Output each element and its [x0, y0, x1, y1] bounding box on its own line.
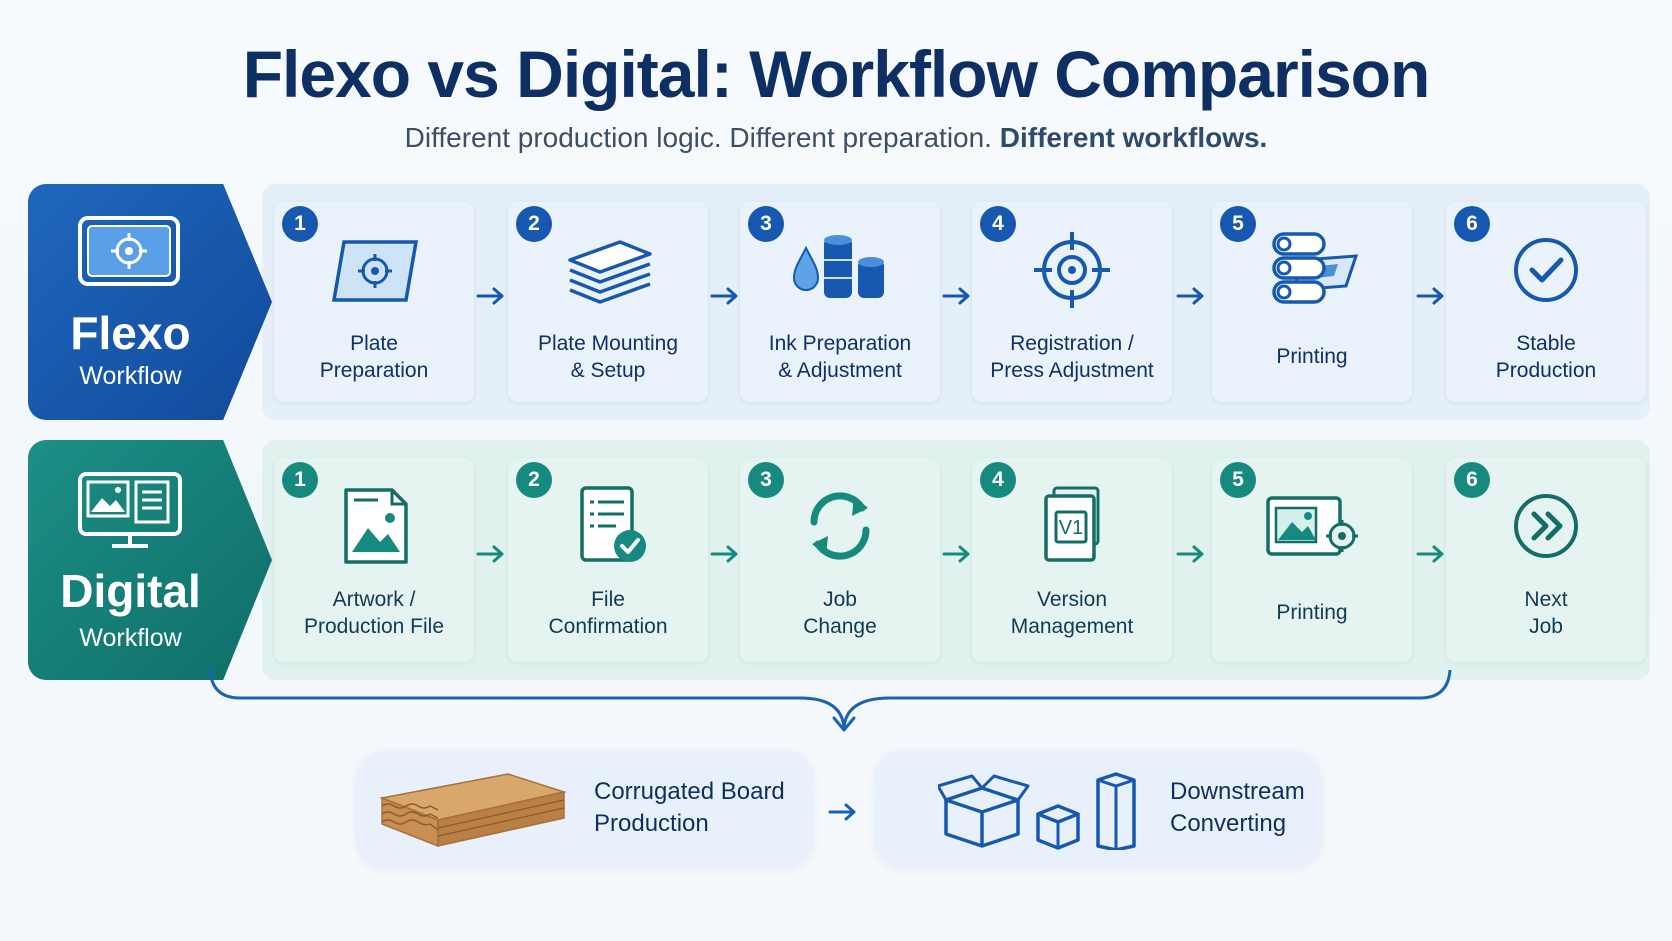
digital-print-icon: [1266, 496, 1358, 556]
step-label: Printing: [1276, 345, 1348, 368]
registration-target-icon: [1034, 232, 1110, 308]
boxes-icon: [938, 772, 1136, 850]
press-rollers-icon: [1272, 232, 1359, 304]
step-number: 1: [282, 462, 318, 498]
flexo-step-2: 2 Plate Mounting& Setup: [508, 202, 708, 402]
arrow-right-icon: [1176, 287, 1204, 305]
arrow-right-icon: [476, 287, 504, 305]
step-number: 5: [1220, 462, 1256, 498]
digital-name: Digital: [60, 565, 201, 617]
fast-forward-circle-icon: [1514, 494, 1578, 558]
check-circle-icon: [1514, 238, 1578, 302]
flexo-banner: Flexo Workflow: [28, 184, 272, 420]
arrow-right-icon: [710, 287, 738, 305]
arrow-right-icon: [942, 287, 970, 305]
step-number: 6: [1454, 462, 1490, 498]
flexo-sub: Workflow: [79, 362, 182, 390]
image-file-icon: [344, 488, 408, 564]
flexo-step-5: 5 Printing: [1212, 202, 1412, 402]
arrow-right-icon: [942, 545, 970, 563]
svg-text:V1: V1: [1059, 517, 1083, 539]
refresh-icon: [810, 492, 870, 560]
step-label: Plate Mounting& Setup: [537, 332, 679, 382]
step-label: Registration /Press Adjustment: [990, 332, 1154, 382]
step-label: Ink Preparation& Adjustment: [768, 332, 912, 382]
stacked-plates-icon: [568, 240, 652, 304]
step-number: 2: [516, 206, 552, 242]
monitor-files-icon: [78, 472, 182, 548]
digital-banner: Digital Workflow: [28, 440, 272, 680]
flexo-step-4: 4 Registration /Press Adjustment: [972, 202, 1172, 402]
page-subtitle: Different production logic. Different pr…: [0, 122, 1672, 154]
step-number: 4: [980, 462, 1016, 498]
arrow-right-icon: [828, 803, 856, 821]
arrow-right-icon: [1416, 545, 1444, 563]
page-title: Flexo vs Digital: Workflow Comparison: [242, 37, 1431, 111]
step-number: 6: [1454, 206, 1490, 242]
flexo-step-3: 3 Ink Preparation& Adjustment: [740, 202, 940, 402]
subtitle-part-1: Different production logic. Different pr…: [404, 122, 992, 153]
subtitle-part-2: Different workflows.: [999, 122, 1268, 153]
ink-drums-icon: [792, 235, 884, 298]
step-number: 3: [748, 206, 784, 242]
plate-target-icon: [78, 216, 180, 286]
digital-step-1: 1 Artwork /Production File: [274, 458, 474, 662]
step-number: 2: [516, 462, 552, 498]
plate-icon: [331, 240, 419, 302]
version-files-icon: V1: [1044, 486, 1100, 562]
step-label: Artwork /Production File: [303, 588, 445, 638]
step-number: 3: [748, 462, 784, 498]
step-number: 4: [980, 206, 1016, 242]
digital-sub: Workflow: [79, 624, 182, 652]
arrow-right-icon: [1416, 287, 1444, 305]
step-label: Printing: [1276, 601, 1348, 624]
step-number: 5: [1220, 206, 1256, 242]
file-check-icon: [580, 486, 646, 562]
flexo-name: Flexo: [70, 307, 191, 359]
step-number: 1: [282, 206, 318, 242]
merge-connector: [208, 669, 1452, 732]
digital-step-5: 5 Printing: [1212, 458, 1412, 662]
corrugated-board-icon: [379, 773, 567, 848]
arrow-right-icon: [476, 545, 504, 563]
arrow-right-icon: [710, 545, 738, 563]
arrow-right-icon: [1176, 545, 1204, 563]
